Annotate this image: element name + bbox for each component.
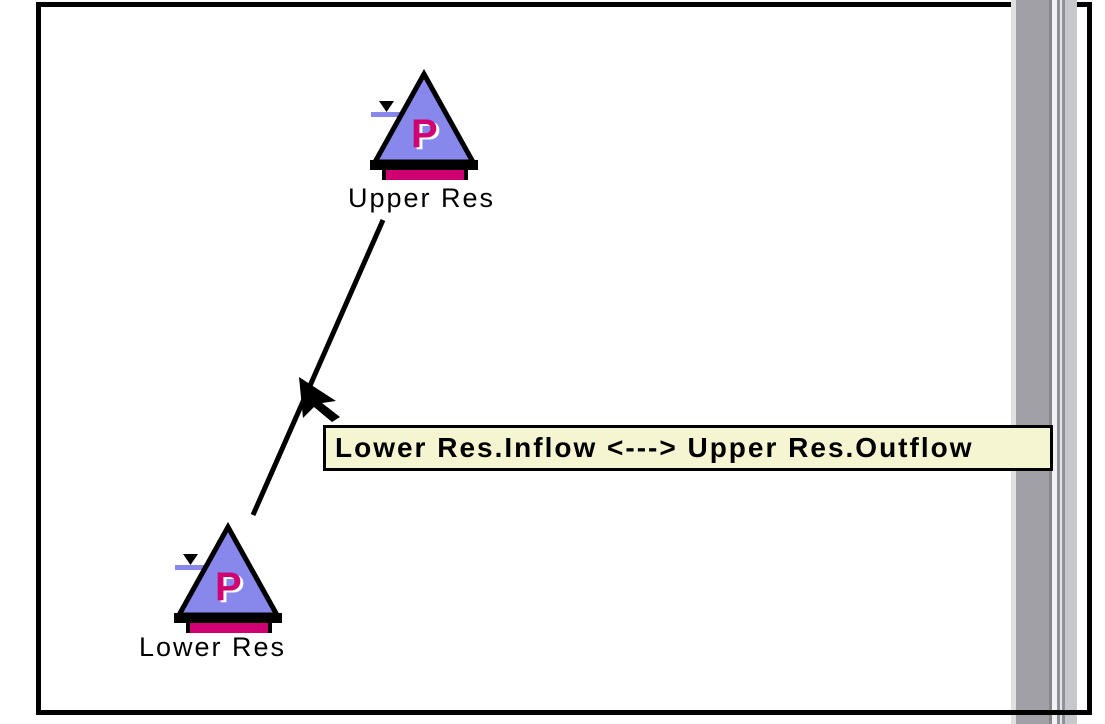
- scrollbar-thumb[interactable]: [1016, 0, 1049, 724]
- reservoir-base-bar: [370, 160, 478, 170]
- scrollbar-stripe: [1057, 0, 1060, 724]
- link-tooltip: Lower Res.Inflow <---> Upper Res.Outflow: [323, 425, 1053, 471]
- mouse-cursor-icon: [299, 377, 340, 422]
- canvas-border-top: [36, 2, 1092, 7]
- reservoir-label: Upper Res: [347, 183, 496, 213]
- vertical-scrollbar[interactable]: [1011, 0, 1077, 724]
- reservoir-outlet-bar: [190, 623, 268, 633]
- water-level-line: [175, 565, 208, 570]
- reservoir-outlet-bar: [386, 170, 464, 180]
- water-level-line: [371, 112, 404, 117]
- reservoir-letter-shadow: P: [218, 567, 245, 611]
- scrollbar-stripe: [1011, 0, 1016, 724]
- scrollbar-stripe: [1052, 0, 1057, 724]
- canvas-border-right: [1087, 2, 1092, 715]
- reservoir-object-upper-res[interactable]: P P Upper Res: [348, 68, 493, 213]
- power-reservoir-icon: P P: [370, 68, 478, 180]
- scrollbar-stripe: [1062, 0, 1065, 724]
- scrollbar-stripe: [1065, 0, 1077, 724]
- reservoir-letter: P: [411, 112, 438, 156]
- reservoir-base-bar: [174, 613, 282, 623]
- water-level-marker-icon: [379, 101, 394, 112]
- water-level-marker-icon: [183, 554, 198, 565]
- canvas-border-left: [36, 2, 41, 715]
- reservoir-letter: P: [215, 565, 242, 609]
- power-reservoir-icon: P P: [174, 521, 282, 633]
- reservoir-object-lower-res[interactable]: P P Lower Res: [139, 521, 284, 662]
- scrollbar-stripe: [1049, 0, 1052, 724]
- reservoir-letter-shadow: P: [414, 114, 441, 158]
- reservoir-label: Lower Res: [138, 632, 287, 662]
- scrollbar-stripe: [1060, 0, 1062, 724]
- canvas-border-bottom: [36, 710, 1092, 715]
